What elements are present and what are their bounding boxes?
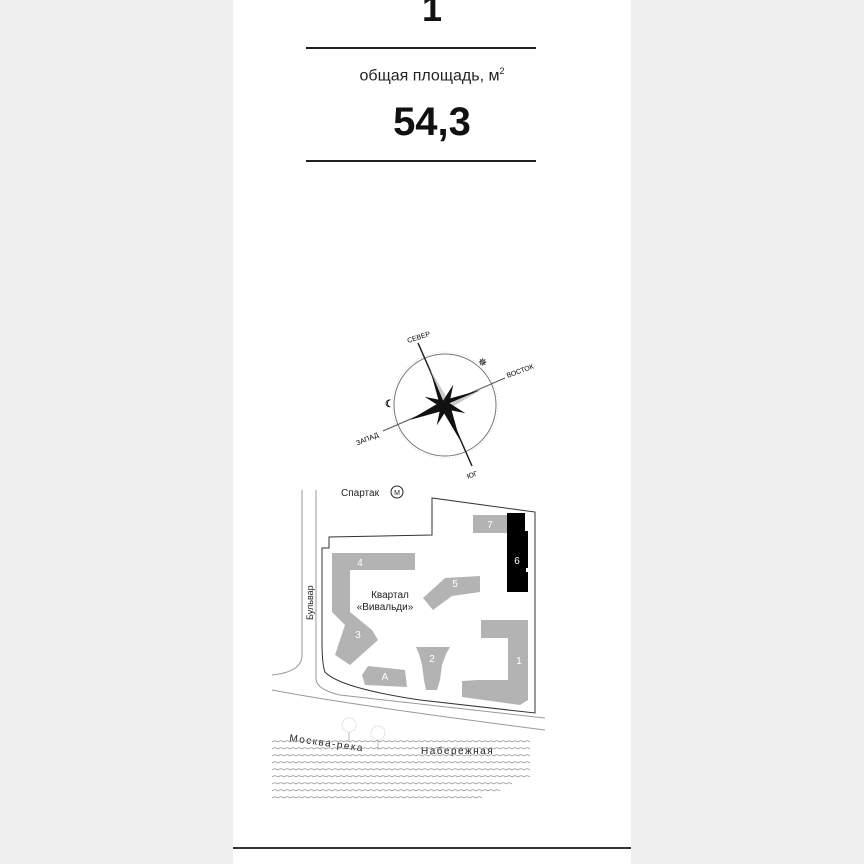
building-1 (462, 620, 528, 705)
moon-icon: ☾ (385, 399, 394, 410)
boulevard-label: Бульвар (305, 585, 315, 620)
compass-east: ВОСТОК (506, 363, 536, 380)
river-label: Москва-река (289, 733, 365, 754)
metro-icon (390, 485, 404, 499)
building-2 (416, 647, 450, 690)
quarter-label: «Вивальди» (357, 602, 414, 613)
plan-panel (233, 0, 631, 864)
divider (233, 847, 631, 849)
river-waves (271, 740, 531, 799)
divider (306, 47, 536, 49)
wave-line (271, 796, 483, 799)
building-4 (332, 553, 415, 665)
compass-north: СЕВЕР (407, 331, 432, 345)
sun-icon: ✵ (478, 357, 487, 369)
wave-line (271, 768, 531, 771)
wave-line (271, 740, 531, 743)
compass-west: ЗАПАД (355, 432, 380, 447)
tree-icon (341, 717, 386, 750)
building-label: 4 (357, 558, 363, 569)
building-label: 2 (429, 654, 435, 665)
building-A (362, 666, 407, 687)
divider (306, 160, 536, 162)
building-6 (507, 513, 528, 592)
wave-line (271, 782, 513, 785)
building-label: А (382, 672, 389, 683)
quarter-label: Квартал (371, 590, 409, 601)
metro-station-label: Спартак (341, 488, 380, 499)
wave-line (271, 747, 531, 750)
building-label: 5 (452, 579, 458, 590)
wave-line (271, 754, 531, 757)
area-label-text: общая площадь, м (359, 67, 500, 85)
compass-south: ЮГ (466, 470, 479, 480)
building-label: 7 (487, 520, 493, 531)
wave-line (271, 761, 531, 764)
building-label: 3 (355, 630, 361, 641)
building-label: 1 (516, 656, 522, 667)
area-value: 54,3 (393, 100, 471, 144)
roads (271, 490, 546, 731)
area-label: общая площадь, м2 (233, 66, 631, 85)
room-count: 1 (421, 0, 443, 29)
building-7 (473, 515, 507, 533)
building-label: 6 (514, 556, 520, 567)
building-5 (423, 576, 480, 610)
metro-icon-letter: М (394, 490, 400, 497)
wave-line (271, 775, 531, 778)
compass: СЕВЕР ВОСТОК ЗАПАД ЮГ ✵ ☾ (355, 331, 535, 481)
quarter-boundary (321, 497, 536, 714)
area-unit-sup: 2 (499, 66, 505, 76)
wave-line (271, 789, 501, 792)
